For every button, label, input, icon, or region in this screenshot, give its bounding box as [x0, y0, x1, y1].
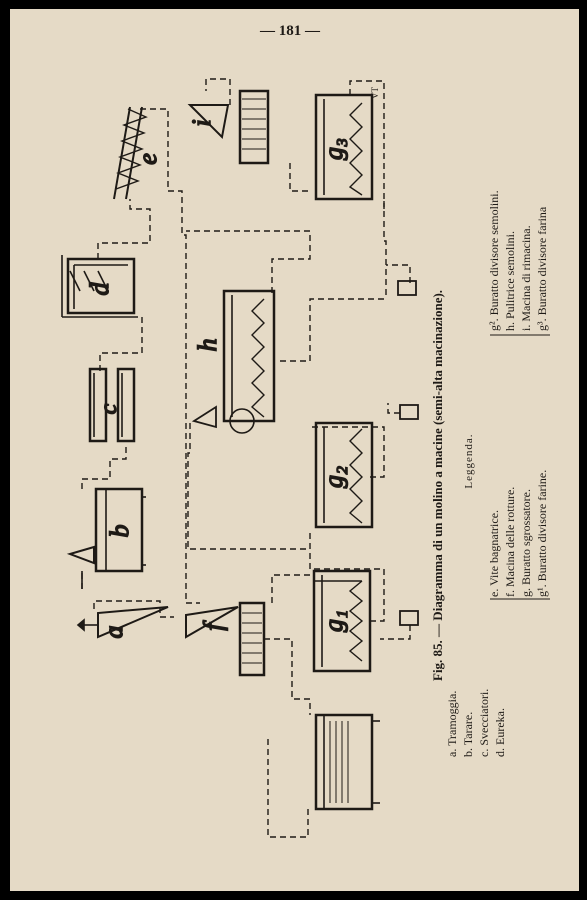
label-c: c	[96, 403, 122, 414]
flour-bags	[397, 280, 419, 626]
label-g1: g₁	[319, 610, 348, 632]
sifter-g2	[314, 421, 374, 529]
svg-text:h. Pulitrice semolini.: h. Pulitrice semolini.	[503, 231, 517, 331]
svg-text:d. Eureka.: d. Eureka.	[493, 708, 507, 757]
label-b: b	[105, 525, 134, 538]
sifter-g	[314, 713, 380, 811]
label-i: i	[187, 119, 216, 126]
svg-text:g². Buratto divisore semolini.: g². Buratto divisore semolini.	[487, 190, 501, 331]
legend-heading: Leggenda.	[463, 433, 475, 488]
svg-text:f. Macina delle rotture.: f. Macina delle rotture.	[503, 487, 517, 597]
label-e: e	[133, 153, 162, 165]
figure-caption: Fig. 85. — Diagramma di un molino a maci…	[430, 290, 445, 681]
hopper-a	[76, 606, 169, 639]
label-h: h	[193, 339, 222, 352]
book-page: — 181 — a b	[10, 9, 579, 891]
mill-diagram: a b c	[61, 78, 550, 838]
label-d: d	[85, 282, 114, 296]
screw-e	[113, 106, 148, 200]
page-number: — 181 —	[260, 23, 320, 39]
svg-text:g¹. Buratto divisore farine.: g¹. Buratto divisore farine.	[535, 470, 549, 597]
svecciatori-c	[88, 367, 136, 443]
svg-text:c. Svecciatori.: c. Svecciatori.	[477, 689, 491, 757]
svg-text:a. Tramoggia.: a. Tramoggia.	[445, 691, 459, 757]
svg-text:e. Vite bagnatrice.: e. Vite bagnatrice.	[487, 510, 501, 597]
millstone-i	[187, 89, 270, 165]
millstone-f	[185, 601, 266, 677]
label-g2: g₂	[319, 466, 348, 488]
label-g3: g₃	[319, 138, 348, 160]
label-a: a	[99, 626, 128, 639]
legend-col-2: e. Vite bagnatrice. f. Macina delle rott…	[487, 470, 549, 597]
corner-mark: VT	[370, 87, 380, 99]
legend-col-3: g². Buratto divisore semolini. h. Pulitr…	[487, 190, 549, 331]
sifter-g3	[314, 93, 374, 201]
legend-col-1: a. Tramoggia. b. Tarare. c. Svecciatori.…	[445, 689, 507, 757]
svg-text:g³. Buratto divisore farina: g³. Buratto divisore farina	[535, 206, 549, 331]
conveyor-lines	[81, 78, 411, 838]
purifier-h	[191, 289, 276, 434]
svg-text:b. Tarare.: b. Tarare.	[461, 712, 475, 757]
svg-text:i. Macina di rimacina.: i. Macina di rimacina.	[519, 225, 533, 331]
eureka-d	[61, 255, 138, 318]
svg-text:g. Buratto sgrossatore.: g. Buratto sgrossatore.	[519, 489, 533, 597]
